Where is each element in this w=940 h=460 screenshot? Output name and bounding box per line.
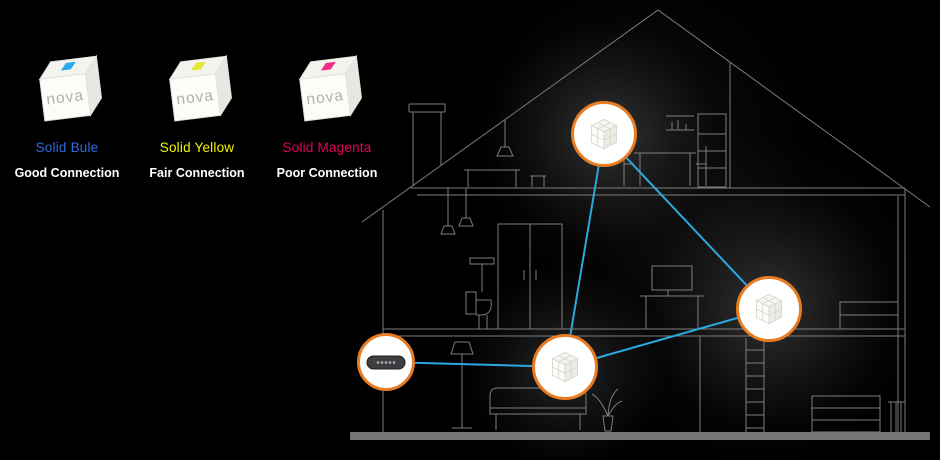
- led-indicator-yellow: [190, 61, 206, 71]
- link-ground-right-nova: [564, 308, 770, 368]
- modem-node: [357, 333, 415, 391]
- nova-unit-icon: [551, 351, 579, 383]
- chimney: [408, 103, 446, 186]
- second-floor: [383, 328, 905, 337]
- link-attic-right-nova: [603, 133, 770, 310]
- ground-line: [350, 432, 930, 440]
- nova-cube-magenta-icon: nova: [298, 54, 362, 122]
- nova-node-ground-floor: [532, 334, 598, 400]
- nova-cube-yellow-icon: nova: [168, 54, 232, 122]
- legend-desc-yellow: Fair Connection: [149, 166, 245, 180]
- bench-attic: [464, 169, 546, 187]
- nova-logo-text: nova: [175, 87, 214, 108]
- dresser: [811, 395, 881, 433]
- legend-desc-magenta: Poor Connection: [276, 166, 378, 180]
- nova-logo-text: nova: [45, 87, 84, 108]
- led-indicator-magenta: [320, 61, 336, 71]
- legend-desc-blue: Good Connection: [14, 166, 120, 180]
- radiator: [888, 401, 905, 432]
- connection-lines: [385, 133, 770, 368]
- bathroom-fixtures: [465, 257, 495, 329]
- nova-node-middle-right: [736, 276, 802, 342]
- nova-unit-icon: [590, 118, 618, 150]
- pendant-lamp-attic: [496, 120, 514, 157]
- house-wireframe: [361, 9, 931, 433]
- floor-lamp: [450, 341, 474, 429]
- legend-label-blue: Solid Bule: [35, 140, 99, 155]
- legend-item-magenta: nova Solid Magenta Poor Connection: [262, 38, 392, 180]
- link-ground-attic-nova: [564, 133, 605, 368]
- legend-label-yellow: Solid Yellow: [159, 140, 235, 155]
- right-wall: [897, 189, 906, 432]
- led-indicator-blue: [60, 61, 76, 71]
- nova-cube-blue-icon: nova: [38, 54, 102, 122]
- bookcase: [697, 113, 727, 188]
- nova-logo-text: nova: [305, 87, 344, 108]
- modem-icon: [366, 355, 406, 370]
- nova-unit-icon: [755, 293, 783, 325]
- cabinet-upper-right: [839, 301, 899, 330]
- legend-item-blue: nova Solid Bule Good Connection: [2, 38, 132, 180]
- pendant-lamps-bedroom: [440, 188, 474, 235]
- plant: [591, 388, 623, 432]
- tv-unit: [640, 265, 704, 329]
- wardrobe: [497, 223, 563, 330]
- wall-shelf: [666, 115, 694, 131]
- legend-item-yellow: nova Solid Yellow Fair Connection: [132, 38, 262, 180]
- ladder-stairs: [745, 338, 765, 432]
- dining-set: [623, 146, 707, 186]
- roof-outline: [361, 9, 931, 223]
- nova-node-attic: [571, 101, 637, 167]
- legend-label-magenta: Solid Magenta: [282, 140, 372, 155]
